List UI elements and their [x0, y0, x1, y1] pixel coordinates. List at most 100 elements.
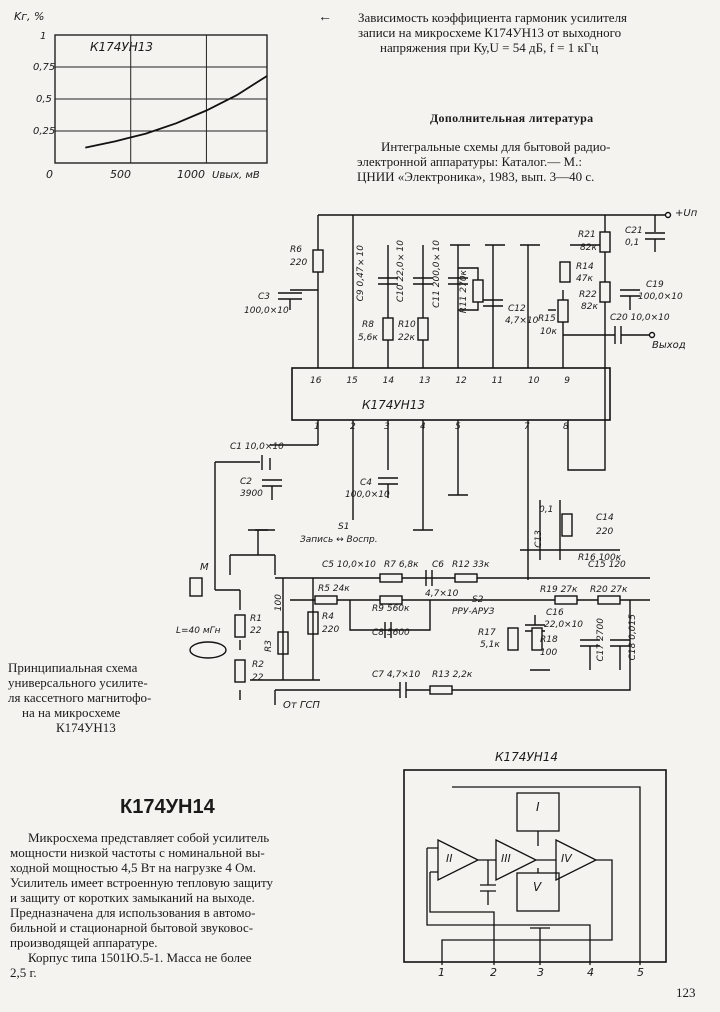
component-value: 22,0×10 — [544, 620, 584, 630]
arrow-icon: ← — [318, 10, 332, 25]
component-label: R7 6,8к — [384, 560, 419, 570]
pin-label: 5 — [455, 422, 461, 432]
literature-line: ЦНИИ «Электроника», 1983, вып. 3—40 с. — [357, 169, 595, 184]
component-label: R22 — [579, 290, 597, 300]
pin-label: 1 — [314, 422, 320, 432]
component-label: C8 5600 — [372, 628, 410, 638]
component-label: R15 — [538, 314, 556, 324]
component-label: R3 — [264, 640, 274, 652]
pin-label: 7 — [524, 422, 530, 432]
component-label: C11 200,0×10 — [432, 240, 442, 308]
literature-line: электронной аппаратуры: Каталог.— М.: — [357, 154, 582, 169]
component-label: C1 10,0×10 — [230, 442, 284, 452]
microphone-label: M — [200, 562, 209, 573]
switch-label: S1 — [338, 522, 350, 532]
pin-label: 10 — [527, 376, 540, 386]
inductance-label: L=40 мГн — [176, 626, 221, 636]
gsp-source-label: От ГСП — [283, 700, 320, 711]
pin-label: 5 — [637, 966, 644, 979]
pin-label: 1 — [438, 966, 445, 979]
paragraph-line: Предназначена для использования в автомо… — [10, 905, 256, 920]
component-label: R14 — [576, 262, 594, 272]
component-value: 22 — [250, 626, 262, 636]
component-label: C16 — [546, 608, 564, 618]
component-label: R2 — [252, 660, 264, 670]
component-label: C4 — [360, 478, 373, 488]
paragraph-line: Микросхема представляет собой усилитель — [28, 830, 270, 845]
graph-y-tick: 0,25 — [33, 126, 56, 137]
component-label: R19 27к — [540, 585, 578, 595]
component-label: C12 — [508, 304, 526, 314]
pin-label: 13 — [418, 376, 431, 386]
paragraph-line: 2,5 г. — [10, 965, 37, 980]
caption-line: Принципиальная схема — [8, 660, 138, 675]
schematic-caption: Принципиальная схема универсального усил… — [8, 660, 183, 735]
pin-label: 16 — [310, 376, 322, 386]
component-label: C6 — [432, 560, 445, 570]
output-label: Выход — [652, 340, 686, 351]
graph-caption: ← Зависимость коэффициента гармоник усил… — [318, 10, 698, 55]
graph-y-tick: 0,75 — [33, 62, 56, 73]
component-label: C14 — [596, 513, 614, 523]
paragraph-line: производящей аппаратуре. — [10, 935, 158, 950]
pin-label: 4 — [420, 422, 426, 432]
switch-mode: Запись ↔ Воспр. — [300, 535, 378, 545]
component-label: R18 — [540, 635, 558, 645]
supply-label: +Uп — [675, 208, 698, 219]
component-label: C18 0,015 — [628, 614, 638, 661]
schematic-chip-label: К174УН13 — [362, 398, 426, 412]
component-label: C13 — [534, 530, 544, 548]
component-label: R6 — [290, 245, 302, 255]
component-value: 220 — [290, 258, 308, 268]
component-label: R13 2,2к — [432, 670, 473, 680]
component-label: R5 24к — [318, 584, 350, 594]
pin-label: 4 — [587, 966, 594, 979]
component-label: R12 33к — [452, 560, 490, 570]
caption-line: напряжения при Ку,U = 54 дБ, f = 1 кГц — [380, 40, 599, 55]
component-value: 4,7×10 — [505, 316, 539, 326]
block-label: III — [501, 852, 511, 865]
pin-label: 3 — [537, 966, 544, 979]
block-diagram-title: К174УН14 — [495, 750, 559, 764]
component-label: C15 120 — [588, 560, 626, 570]
graph-x-tick: 500 — [110, 168, 131, 181]
component-label: C10 22,0×10 — [396, 240, 406, 303]
graph-series-line — [85, 75, 268, 149]
component-value: 82к — [580, 243, 597, 253]
caption-line: ля кассетного магнитофо- — [8, 690, 152, 705]
component-value: 100,0×10 — [638, 292, 683, 302]
paragraph-line: Корпус типа 1501Ю.5-1. Масса не более — [28, 950, 252, 965]
component-label: R9 560к — [372, 604, 410, 614]
component-value: 47к — [576, 274, 593, 284]
component-label: R10 — [398, 320, 416, 330]
component-label: R4 — [322, 612, 334, 622]
section-body: Микросхема представляет собой усилитель … — [10, 830, 340, 980]
component-label: C5 10,0×10 — [322, 560, 376, 570]
block-label: II — [446, 852, 453, 865]
page-number: 123 — [676, 985, 696, 1000]
literature-line: Интегральные схемы для бытовой радио- — [381, 139, 611, 154]
component-label: C21 — [625, 226, 643, 236]
component-label: C19 — [646, 280, 664, 290]
pin-label: 2 — [350, 422, 356, 432]
component-label: R11 270к — [459, 270, 469, 314]
component-value: 220 — [322, 625, 340, 635]
component-value: 4,7×10 — [425, 589, 459, 599]
component-label: R20 27к — [590, 585, 628, 595]
pin-label: 12 — [455, 376, 467, 386]
caption-line: К174УН13 — [56, 720, 116, 735]
graph-y-tick: 1 — [40, 31, 47, 42]
switch-label: S2 — [472, 595, 484, 605]
literature-heading: Дополнительная литература — [430, 111, 594, 125]
pin-label: 11 — [491, 376, 504, 386]
component-label: R1 — [250, 614, 262, 624]
component-value: 5,1к — [480, 640, 500, 650]
pin-label: 15 — [346, 376, 358, 386]
graph-x-tick: 1000 — [177, 168, 205, 181]
paragraph-line: ходной мощностью 4,5 Вт на нагрузке 4 Ом… — [10, 860, 256, 875]
pin-label: 2 — [490, 966, 497, 979]
component-value: 22к — [398, 333, 415, 343]
graph-x-label: Uвых, мВ — [212, 170, 260, 181]
caption-line: записи на микросхеме К174УН13 от выходно… — [358, 25, 622, 40]
component-value: 82к — [581, 302, 598, 312]
